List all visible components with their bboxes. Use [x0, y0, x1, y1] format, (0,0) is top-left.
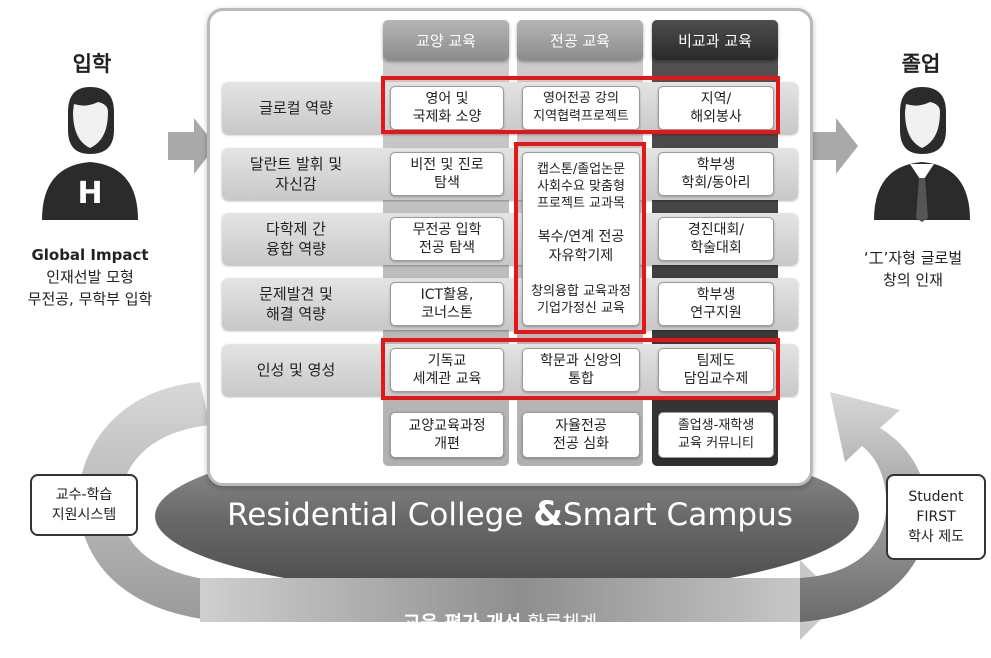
admission-title: 입학 [72, 52, 112, 76]
row-label: 다학제 간 융합 역량 [266, 220, 326, 258]
caption-creative-talent: 창의 인재 [883, 271, 943, 289]
footer-liberal-arts: 교양교육과정 개편 [390, 412, 504, 458]
major-double-major-text: 복수/연계 전공 자유학기제 [537, 229, 625, 265]
footer-extracurricular: 졸업생-재학생 교육 커뮤니티 [658, 412, 774, 458]
header-major: 전공 교육 [517, 20, 643, 60]
caption-talent-type: ‘工’자형 글로벌 [863, 249, 963, 267]
cell-major: 학문과 신앙의 통합 [522, 348, 640, 392]
cell-major: 영어전공 강의 지역협력프로젝트 [522, 86, 640, 130]
feedback-normal-text: 환류체계 [527, 612, 598, 634]
residential-campus-title: Residential College &Smart Campus [180, 494, 840, 534]
arrow-right-icon [808, 118, 858, 174]
cell-liberal-arts: ICT활용, 코너스톤 [390, 282, 504, 326]
major-creative-convergence-text: 창의융합 교육과정 기업가정신 교육 [531, 283, 631, 316]
row-label: 인성 및 영성 [256, 361, 336, 379]
row-label: 달란트 발휘 및 자신감 [249, 155, 343, 193]
graduate-person-icon [874, 87, 970, 222]
highlight-box-character [381, 338, 780, 400]
graduation-caption: ‘工’자형 글로벌 창의 인재 [833, 247, 991, 291]
feedback-system-label: 교육 평가 개선 환류체계 [300, 608, 700, 635]
ellipse-ampersand: & [533, 494, 563, 534]
cell-extracurricular: 경진대회/ 학술대회 [658, 217, 774, 261]
cell-extracurricular: 지역/ 해외봉사 [658, 86, 774, 130]
caption-selection-model: 인재선발 모형 [46, 268, 134, 286]
cell-liberal-arts: 영어 및 국제화 소양 [390, 86, 504, 130]
row-label: 문제발견 및 해결 역량 [259, 285, 333, 323]
major-capstone-text: 캡스톤/졸업논문 사회수요 맞춤형 프로젝트 교과목 [536, 162, 626, 212]
arrow-right-icon [168, 118, 216, 174]
cell-liberal-arts: 기독교 세계관 교육 [390, 348, 504, 392]
cell-major-combined: 캡스톤/졸업논문 사회수요 맞춤형 프로젝트 교과목 복수/연계 전공 자유학기… [522, 152, 640, 326]
feedback-cycle-arrow [78, 382, 929, 640]
teaching-support-box: 교수-학습 지원시스템 [30, 474, 138, 536]
student-first-box: Student FIRST 학사 제도 [886, 474, 986, 560]
feedback-bold-text: 교육 평가 개선 [402, 612, 522, 634]
cell-extracurricular: 학부생 학회/동아리 [658, 152, 774, 196]
header-liberal-arts: 교양 교육 [383, 20, 509, 60]
ellipse-text-smart: Smart Campus [562, 497, 793, 533]
cell-liberal-arts: 무전공 입학 전공 탐색 [390, 217, 504, 261]
footer-major: 자율전공 전공 심화 [522, 412, 640, 458]
header-extracurricular: 비교과 교육 [652, 20, 778, 60]
caption-global-impact: Global Impact [31, 246, 149, 264]
caption-admission-type: 무전공, 무학부 입학 [27, 290, 153, 308]
row-label: 글로컬 역량 [259, 99, 333, 117]
cell-liberal-arts: 비전 및 진로 탐색 [390, 152, 504, 196]
admission-caption: Global Impact 인재선발 모형 무전공, 무학부 입학 [0, 244, 180, 310]
cell-extracurricular: 학부생 연구지원 [658, 282, 774, 326]
ellipse-text-residential: Residential College [227, 497, 524, 533]
cell-extracurricular: 팀제도 담임교수제 [658, 348, 774, 392]
highlight-box-glocal [381, 76, 780, 134]
highlight-box-major [514, 142, 646, 334]
graduation-title: 졸업 [901, 52, 941, 76]
student-person-icon [42, 87, 138, 220]
student-badge-letter: H [77, 176, 103, 211]
